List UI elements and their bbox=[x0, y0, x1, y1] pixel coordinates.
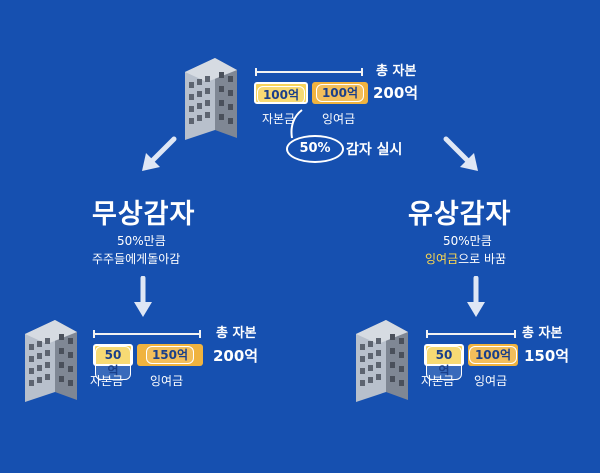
arrow-down-icon-left bbox=[134, 276, 152, 317]
surplus-value-right: 100억 bbox=[468, 346, 518, 364]
reduction-percent-bubble: 50% bbox=[286, 135, 344, 163]
total-value-top: 200억 bbox=[373, 84, 419, 102]
capital-box-right: 50억 bbox=[424, 344, 464, 380]
surplus-box-left: 150억 bbox=[137, 344, 203, 366]
capital-label-top: 자본금 bbox=[262, 112, 296, 126]
surplus-box-top: 100억 bbox=[312, 82, 368, 104]
reduction-note: 감자 실시 bbox=[346, 142, 403, 158]
capital-label-left: 자본금 bbox=[90, 374, 124, 388]
surplus-label-left: 잉여금 bbox=[150, 374, 184, 388]
free-reduction-desc-1: 50%만큼 bbox=[117, 234, 166, 248]
capital-label-right: 자본금 bbox=[421, 374, 455, 388]
total-bracket-left bbox=[93, 330, 201, 338]
total-value-left: 200억 bbox=[213, 347, 259, 365]
total-capital-label-right: 총 자본 bbox=[522, 326, 563, 341]
total-capital-label-left: 총 자본 bbox=[216, 326, 257, 341]
surplus-value-top: 100억 bbox=[315, 84, 365, 102]
capital-box-top: 100억 bbox=[254, 82, 308, 104]
paid-reduction-title: 유상감자 bbox=[408, 199, 512, 230]
capital-value-right: 50억 bbox=[426, 346, 462, 380]
free-reduction-title: 무상감자 bbox=[92, 199, 196, 230]
total-bracket-right bbox=[426, 330, 516, 338]
bubble-tail bbox=[290, 109, 303, 139]
arrow-down-right-icon bbox=[443, 136, 478, 171]
total-bracket-top bbox=[255, 68, 363, 76]
building-icon-left bbox=[25, 320, 77, 402]
paid-reduction-highlight: 잉여금 bbox=[425, 252, 459, 266]
surplus-label-top: 잉여금 bbox=[322, 112, 356, 126]
capital-value-top: 100억 bbox=[256, 86, 306, 104]
free-reduction-desc-2: 주주들에게돌아감 bbox=[92, 252, 181, 266]
paid-reduction-desc-2: 잉여금으로 바꿈 bbox=[425, 251, 506, 268]
surplus-box-right: 100억 bbox=[468, 344, 518, 366]
capital-value-left: 50억 bbox=[95, 346, 131, 380]
surplus-value-left: 150억 bbox=[145, 346, 195, 364]
building-icon-right bbox=[356, 320, 408, 402]
paid-reduction-desc-1: 50%만큼 bbox=[443, 234, 492, 248]
capital-box-left: 50억 bbox=[93, 344, 133, 380]
paid-reduction-desc-rest: 으로 바꿈 bbox=[458, 252, 507, 266]
building-icon-top bbox=[185, 58, 237, 140]
arrow-down-left-icon bbox=[142, 136, 177, 171]
surplus-label-right: 잉여금 bbox=[474, 374, 508, 388]
total-capital-label-top: 총 자본 bbox=[376, 64, 417, 79]
arrow-down-icon-right bbox=[467, 276, 485, 317]
total-value-right: 150억 bbox=[524, 347, 570, 365]
